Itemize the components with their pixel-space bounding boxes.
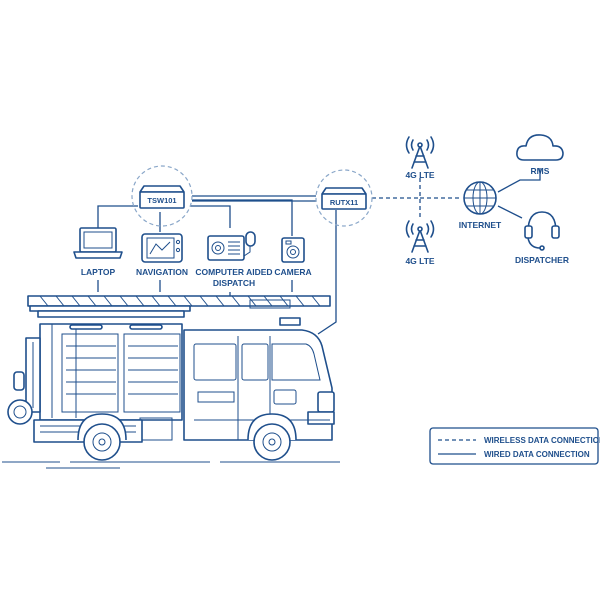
truck-body: [25, 310, 185, 441]
rms-label: RMS: [531, 166, 550, 176]
lte-top-node: 4G LTE: [405, 136, 435, 180]
lte-bottom-label: 4G LTE: [405, 256, 434, 266]
rms-node: RMS: [516, 134, 564, 176]
internet-label: INTERNET: [459, 220, 502, 230]
router-tag: RUTX11: [330, 198, 358, 207]
cad-label-line1: COMPUTER AIDED: [195, 267, 272, 277]
globe-icon: [463, 181, 497, 215]
dispatcher-node: DISPATCHER: [515, 211, 569, 265]
switch-icon: [139, 185, 185, 209]
navigation-icon: [141, 233, 183, 263]
wired-connections: [97, 168, 541, 335]
switch-highlight-ring: [131, 165, 193, 227]
wired-link-rms: [497, 168, 541, 193]
truck-cab: [183, 299, 335, 441]
truck-wheel-front: [247, 413, 297, 461]
wired-link-laptop: [97, 205, 138, 228]
navigation-node: NAVIGATION: [136, 233, 188, 277]
laptop-icon: [73, 227, 123, 259]
legend: WIRELESS DATA CONNECTION WIRED DATA CONN…: [429, 427, 600, 465]
cloud-icon: [516, 134, 564, 161]
legend-wireless-label: WIRELESS DATA CONNECTION: [484, 436, 600, 445]
camera-node: CAMERA: [274, 237, 312, 277]
wired-link-camera: [192, 199, 293, 236]
camera-icon: [281, 237, 305, 263]
router-highlight-ring: [315, 169, 373, 227]
wired-link-router-cab: [317, 210, 337, 335]
camera-label: CAMERA: [274, 267, 311, 277]
cad-node: COMPUTER AIDED DISPATCH: [195, 231, 273, 288]
ground-lines: [2, 461, 340, 469]
lte-top-label: 4G LTE: [405, 170, 434, 180]
cell-tower-icon: [405, 220, 435, 253]
legend-wired-label: WIRED DATA CONNECTION: [484, 450, 590, 459]
laptop-node: LAPTOP: [73, 227, 123, 277]
wired-link-dispatcher: [497, 205, 523, 219]
cell-tower-icon: [405, 136, 435, 169]
router-icon: [321, 187, 367, 210]
switch-tag: TSW101: [147, 196, 176, 205]
router-node: RUTX11: [315, 169, 373, 227]
wireless-connections: [372, 178, 462, 218]
internet-node: INTERNET: [459, 181, 502, 230]
truck-wheel-rear: [77, 413, 127, 461]
fire-truck-icon: [2, 295, 340, 469]
radio-icon: [207, 231, 256, 261]
lte-bottom-node: 4G LTE: [405, 220, 435, 266]
navigation-label: NAVIGATION: [136, 267, 188, 277]
legend-box: [429, 427, 599, 465]
dispatcher-label: DISPATCHER: [515, 255, 569, 265]
cad-label-line2: DISPATCH: [213, 278, 255, 288]
headset-icon: [524, 211, 560, 251]
laptop-label: LAPTOP: [81, 267, 116, 277]
wired-link-cad: [190, 205, 231, 228]
switch-node: TSW101: [131, 165, 193, 227]
